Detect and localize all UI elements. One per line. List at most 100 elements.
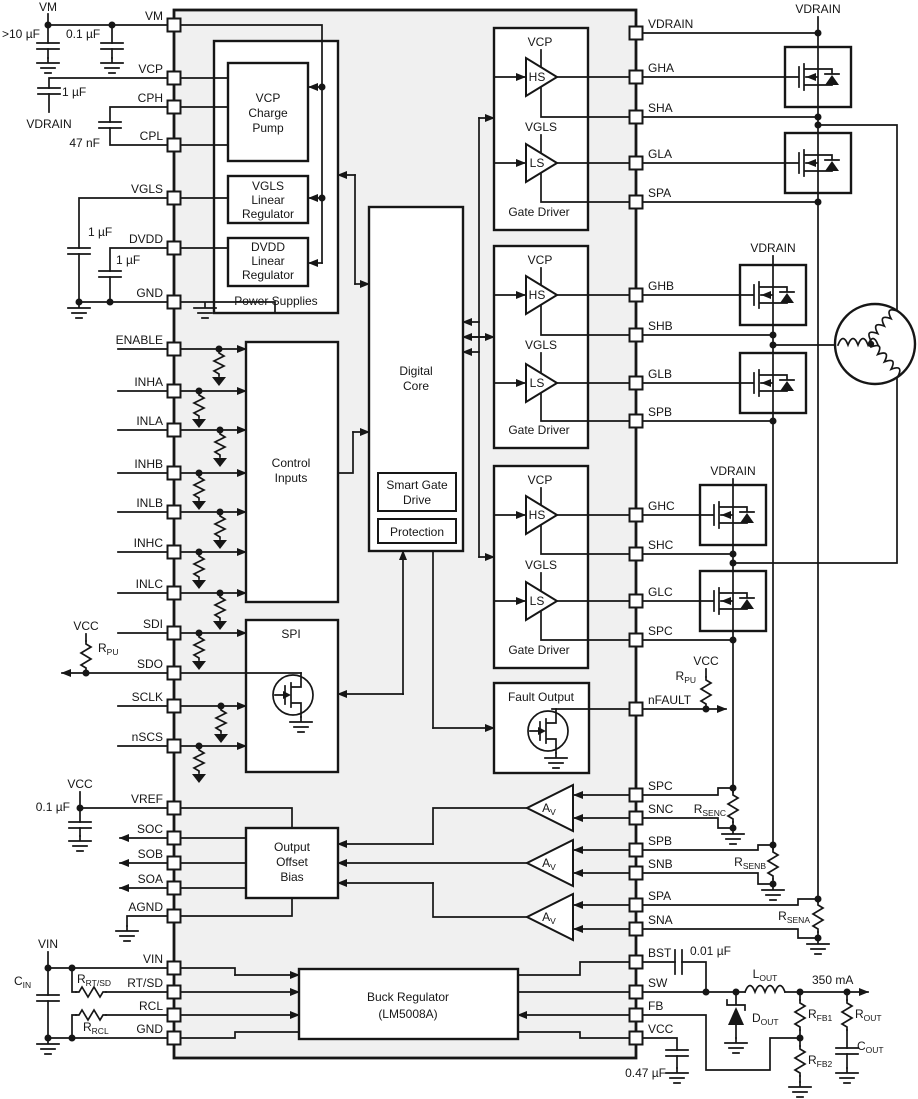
rpu-nfault-label: RPU bbox=[676, 669, 696, 685]
pin-sclk: SCLK bbox=[132, 690, 182, 714]
svg-text:SOB: SOB bbox=[138, 847, 163, 861]
buck-regulator-block bbox=[297, 967, 520, 1041]
right-pin-row: VDRAIN GHA SHA GLA SPA GHB SHB GLB SPB G… bbox=[628, 17, 693, 1046]
svg-text:Gate Driver: Gate Driver bbox=[508, 423, 569, 437]
pin-spa-sense: SPA bbox=[628, 889, 671, 913]
cap-vcp bbox=[37, 87, 61, 95]
power-supplies-block bbox=[212, 39, 340, 315]
svg-text:GLA: GLA bbox=[648, 147, 672, 161]
svg-text:INHC: INHC bbox=[134, 536, 164, 550]
svg-text:RT/SD: RT/SD bbox=[127, 976, 163, 990]
mosfet-b-high bbox=[738, 263, 808, 327]
resistor-rpu-sdo bbox=[80, 640, 92, 672]
pin-inlc: INLC bbox=[136, 577, 182, 601]
pin-shc: SHC bbox=[628, 538, 674, 562]
dout-diode bbox=[728, 1007, 744, 1025]
pin-rtsd: RT/SD bbox=[127, 976, 182, 1000]
rout-label: ROUT bbox=[855, 1007, 882, 1023]
cap-cout bbox=[835, 1047, 859, 1055]
resistor-rout bbox=[841, 999, 853, 1031]
svg-text:Regulator: Regulator bbox=[242, 207, 294, 221]
cap-vgls bbox=[67, 247, 91, 255]
svg-text:HS: HS bbox=[529, 508, 546, 522]
pin-inlb: INLB bbox=[136, 496, 182, 520]
pin-gnd: GND bbox=[136, 286, 182, 310]
pin-sna: SNA bbox=[628, 913, 673, 937]
ls-driver-a bbox=[525, 142, 559, 184]
svg-text:Buck Regulator: Buck Regulator bbox=[367, 990, 449, 1004]
svg-text:SPI: SPI bbox=[281, 627, 300, 641]
rfb1-label: RFB1 bbox=[808, 1007, 833, 1023]
resistor-rsenb bbox=[767, 848, 779, 880]
amp-label: AV bbox=[542, 856, 556, 872]
svg-text:CPH: CPH bbox=[138, 91, 163, 105]
gnd-symbol bbox=[36, 57, 60, 74]
svg-text:Gate Driver: Gate Driver bbox=[508, 643, 569, 657]
svg-text:SNA: SNA bbox=[648, 913, 673, 927]
svg-text:RCL: RCL bbox=[139, 999, 163, 1013]
output-current-label: 350 mA bbox=[812, 973, 853, 987]
cap-vcc bbox=[665, 1049, 689, 1057]
smart-gate-drive-block bbox=[377, 472, 457, 512]
svg-text:SDI: SDI bbox=[143, 617, 163, 631]
svg-text:GHC: GHC bbox=[648, 499, 675, 513]
resistor-rrtsd bbox=[75, 986, 107, 998]
resistor-rrcl bbox=[75, 1009, 107, 1021]
spi-block bbox=[244, 618, 340, 774]
svg-text:BST: BST bbox=[648, 946, 672, 960]
pin-spc-sense: SPC bbox=[628, 779, 673, 803]
gnd-symbol bbox=[100, 57, 124, 74]
svg-text:Protection: Protection bbox=[390, 525, 444, 539]
pin-cpl: CPL bbox=[140, 129, 182, 153]
svg-text:SHC: SHC bbox=[648, 538, 674, 552]
svg-text:SPC: SPC bbox=[648, 624, 673, 638]
pin-inla: INLA bbox=[136, 414, 182, 438]
svg-text:INLA: INLA bbox=[136, 414, 163, 428]
vdrain-net-label: VDRAIN bbox=[710, 464, 755, 478]
block-labels: Power Supplies VCP Charge Pump VGLS Line… bbox=[234, 35, 574, 1021]
svg-text:Fault Output: Fault Output bbox=[508, 690, 575, 704]
svg-text:VGLS: VGLS bbox=[131, 182, 163, 196]
fault-output-block bbox=[492, 681, 591, 775]
amp-label: AV bbox=[542, 910, 556, 926]
vref-cap-label: 0.1 µF bbox=[36, 800, 70, 814]
svg-text:SPA: SPA bbox=[648, 186, 671, 200]
svg-text:(LM5008A): (LM5008A) bbox=[378, 1007, 437, 1021]
svg-text:ENABLE: ENABLE bbox=[116, 333, 163, 347]
svg-text:LS: LS bbox=[530, 594, 545, 608]
wiring-center bbox=[337, 114, 495, 732]
svg-text:Core: Core bbox=[403, 379, 429, 393]
svg-text:VREF: VREF bbox=[131, 792, 163, 806]
dvdd-regulator-block bbox=[226, 236, 310, 288]
svg-text:VCP: VCP bbox=[256, 91, 281, 105]
vcp-cap-label: 1 µF bbox=[62, 85, 86, 99]
bypass-cap-label: 0.1 µF bbox=[66, 27, 100, 41]
wiring-buck bbox=[517, 961, 869, 1083]
pin-rcl: RCL bbox=[139, 999, 182, 1023]
gnd-symbol bbox=[68, 835, 92, 852]
motor-symbol bbox=[833, 302, 917, 386]
pin-ghb: GHB bbox=[628, 279, 674, 303]
svg-text:Regulator: Regulator bbox=[242, 268, 294, 282]
gate-driver-c-internals bbox=[493, 487, 631, 641]
svg-text:DVDD: DVDD bbox=[251, 240, 285, 254]
cap-bst bbox=[674, 949, 683, 975]
pin-vref: VREF bbox=[131, 792, 182, 816]
svg-text:HS: HS bbox=[529, 70, 546, 84]
pin-spb: SPB bbox=[628, 405, 672, 429]
svg-text:SDO: SDO bbox=[137, 657, 163, 671]
vdrain-net-label: VDRAIN bbox=[26, 117, 71, 131]
pin-dvdd: DVDD bbox=[129, 232, 182, 256]
protection-block bbox=[377, 518, 457, 544]
pin-inhc: INHC bbox=[134, 536, 182, 560]
pin-vin: VIN bbox=[143, 952, 182, 976]
svg-text:SW: SW bbox=[648, 976, 668, 990]
svg-text:Bias: Bias bbox=[280, 870, 303, 884]
mosfet-b-low bbox=[738, 351, 808, 415]
pin-sdi: SDI bbox=[143, 617, 182, 641]
svg-text:VDRAIN: VDRAIN bbox=[648, 17, 693, 31]
cap-cin bbox=[36, 994, 60, 1002]
pin-sw: SW bbox=[628, 976, 668, 1000]
svg-text:LS: LS bbox=[530, 156, 545, 170]
vin-net-label: VIN bbox=[38, 937, 58, 951]
